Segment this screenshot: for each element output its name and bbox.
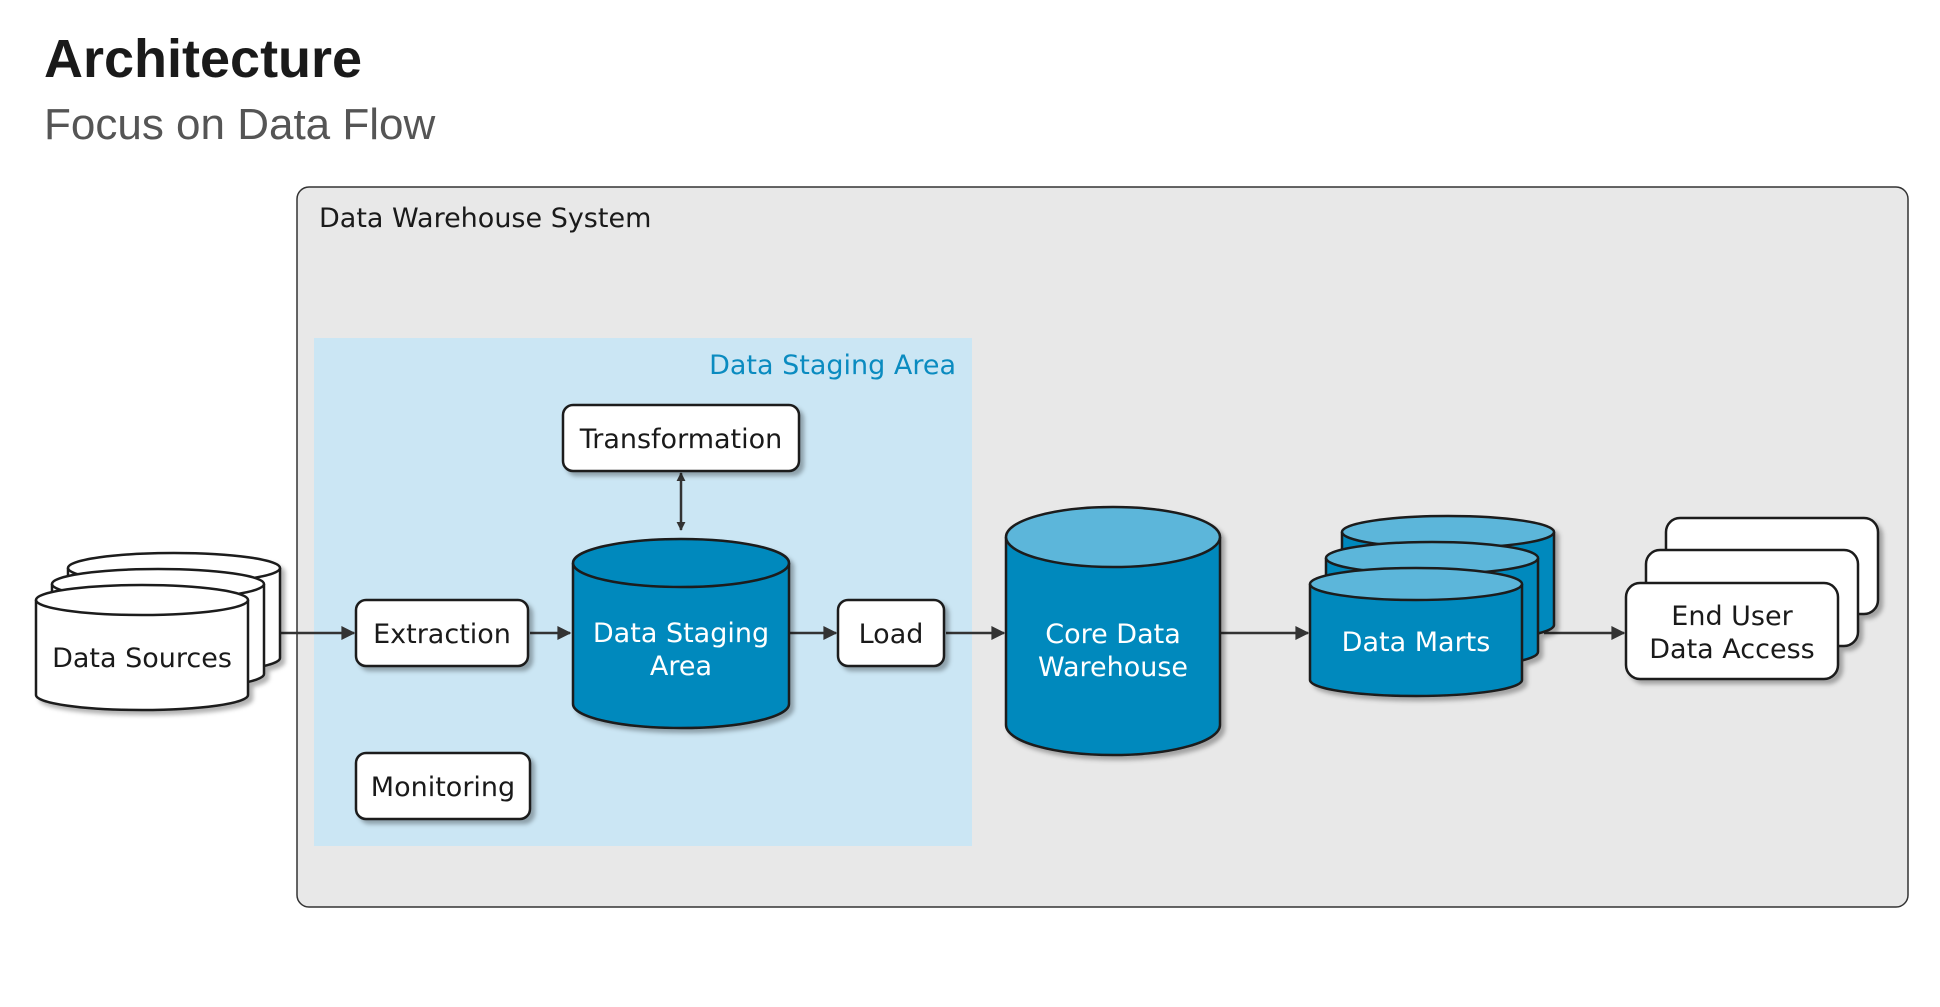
transformation-node: Transformation xyxy=(561,403,801,473)
core-dw-label-line2: Warehouse xyxy=(1038,652,1188,683)
system-label: Data Warehouse System xyxy=(319,203,651,234)
monitoring-label: Monitoring xyxy=(371,772,515,803)
load-box xyxy=(836,598,946,668)
staging-db-label-line2: Area xyxy=(650,651,712,682)
page-subtitle: Focus on Data Flow xyxy=(44,100,436,149)
core-dw-node xyxy=(1004,505,1222,757)
monitoring-node: Monitoring xyxy=(354,751,532,821)
load-label: Load xyxy=(859,619,924,650)
data-sources-node xyxy=(34,551,282,712)
load-node: Load xyxy=(836,598,946,668)
page-title: Architecture xyxy=(44,29,363,89)
data-marts-label: Data Marts xyxy=(1342,627,1491,658)
end-user-label-line1: End User xyxy=(1671,601,1793,632)
data-sources-label: Data Sources xyxy=(52,643,232,674)
staging-area-label: Data Staging Area xyxy=(709,350,956,381)
extraction-box xyxy=(354,598,530,668)
data-marts-cylinder-front xyxy=(1308,566,1524,698)
core-dw-label-line1: Core Data xyxy=(1045,619,1181,650)
end-user-box-front xyxy=(1624,581,1840,681)
extraction-label: Extraction xyxy=(373,619,511,650)
transformation-box xyxy=(561,403,801,473)
end-user-node xyxy=(1624,516,1880,681)
end-user-label-line2: Data Access xyxy=(1649,634,1814,665)
data-marts-node xyxy=(1308,514,1556,698)
staging-db-node xyxy=(571,537,791,730)
monitoring-box xyxy=(354,751,532,821)
transformation-label: Transformation xyxy=(579,424,783,455)
data-sources-cylinder-front xyxy=(34,583,250,712)
staging-db-label-line1: Data Staging xyxy=(593,618,769,649)
extraction-node: Extraction xyxy=(354,598,530,668)
